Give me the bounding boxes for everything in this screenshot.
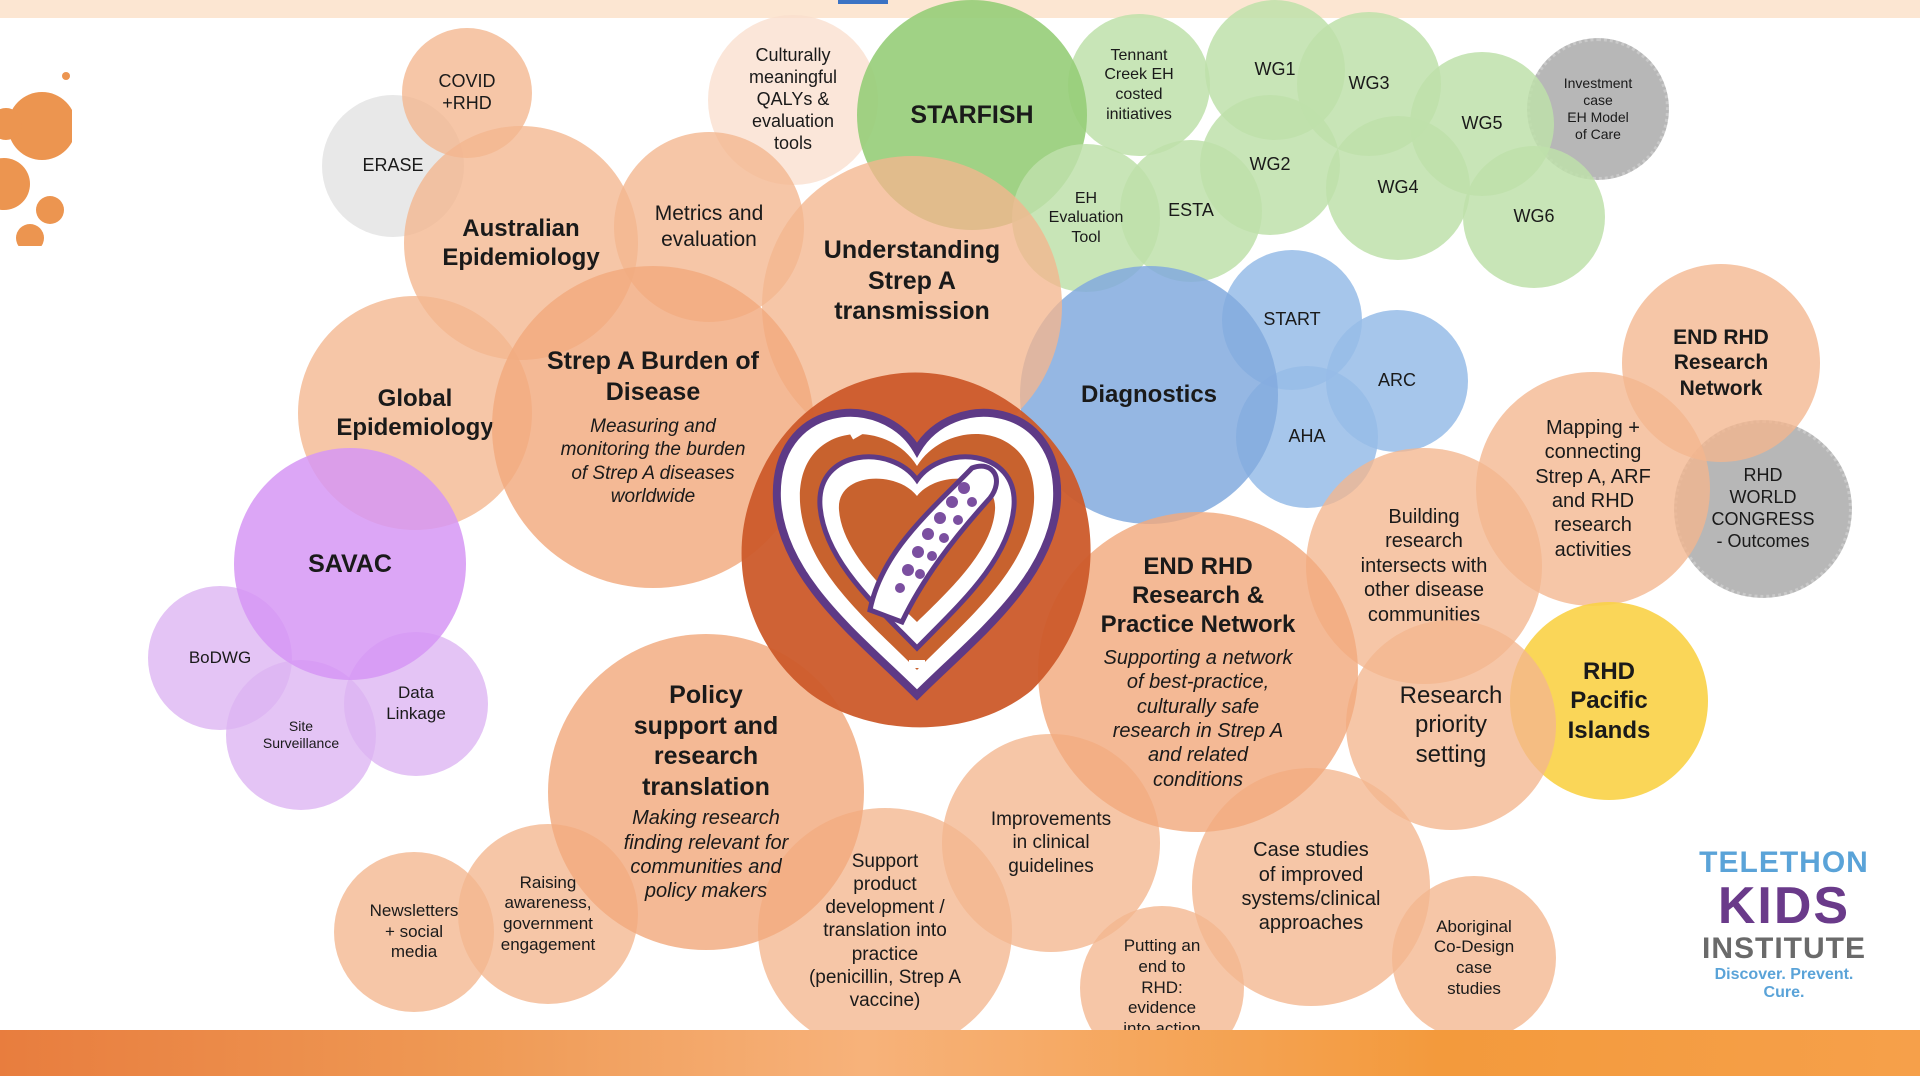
bubble-wg1-label: WG1	[1254, 59, 1296, 80]
bubble-data-linkage-label: Data Linkage	[386, 683, 446, 723]
bubble-aboriginal-codesign-label: Aboriginal Co-Design case studies	[1433, 916, 1515, 998]
bubble-tennant-creek-label: Tennant Creek EH costed initiatives	[1104, 46, 1174, 123]
bubble-understanding-strep-a-label: Understanding Strep A transmission	[823, 236, 1001, 326]
bubble-rhd-pacific-islands-label: RHD Pacific Islands	[1567, 658, 1651, 744]
bubble-case-studies-label: Case studies of improved systems/clinica…	[1241, 839, 1381, 935]
bubble-wg6-label: WG6	[1513, 206, 1555, 227]
bubble-diagnostics-label: Diagnostics	[1080, 381, 1218, 409]
bubble-improvements-label: Improvements in clinical guidelines	[990, 809, 1112, 877]
footer-band	[0, 1030, 1920, 1076]
bubble-end-rhd-practice-network: END RHD Research & Practice Network Supp…	[1038, 512, 1358, 832]
bubble-policy-support-title: Policy support and research translation	[633, 681, 779, 801]
bubble-newsletters-label: Newsletters + social media	[369, 900, 459, 962]
bubble-research-priority: Research priority setting	[1346, 620, 1556, 830]
bubble-tennant-creek: Tennant Creek EH costed initiatives	[1068, 14, 1210, 156]
bubble-arc-label: ARC	[1377, 370, 1416, 391]
bubble-savac: SAVAC	[234, 448, 466, 680]
bubble-erase-label: ERASE	[362, 155, 424, 176]
bubble-policy-support: Policy support and research translation …	[548, 634, 864, 950]
logo-tagline: Discover. Prevent. Cure.	[1714, 966, 1854, 1001]
top-accent-mark	[838, 0, 888, 4]
bubble-start-label: START	[1263, 309, 1321, 330]
bubble-support-product-label: Support product development / translatio…	[808, 850, 962, 1011]
bubble-qalys-label: Culturally meaningful QALYs & evaluation…	[748, 45, 838, 153]
bubble-investment-case-label: Investment case EH Model of Care	[1563, 74, 1633, 143]
logo-line-kids: KIDS	[1717, 877, 1851, 935]
bubble-starfish-label: STARFISH	[910, 100, 1034, 129]
bubble-strep-a-burden-title: Strep A Burden of Disease	[546, 347, 760, 406]
bubble-wg5-label: WG5	[1461, 113, 1503, 134]
bubble-end-rhd-practice-network-title: END RHD Research & Practice Network	[1100, 552, 1296, 639]
bubble-strep-a-burden-subtitle: Measuring and monitoring the burden of S…	[560, 416, 746, 507]
bubble-aha-label: AHA	[1288, 426, 1326, 447]
heart-artwork-icon	[741, 372, 1091, 728]
bubble-rhd-world-congress-label: RHD WORLD CONGRESS - Outcomes	[1711, 465, 1815, 551]
bubble-metrics-evaluation-label: Metrics and evaluation	[654, 202, 764, 251]
bubble-end-rhd-practice-network-subtitle: Supporting a network of best-practice, c…	[1103, 646, 1293, 791]
logo-line-telethon: TELETHON	[1699, 846, 1869, 879]
bubble-policy-support-subtitle: Making research finding relevant for com…	[623, 807, 789, 903]
bubble-end-rhd-research-network: END RHD Research Network	[1622, 264, 1820, 462]
bubble-raising-awareness-label: Raising awareness, government engagement	[500, 872, 596, 954]
bubble-bodwg-label: BoDWG	[188, 647, 252, 667]
bubble-strep-a-burden: Strep A Burden of Disease Measuring and …	[492, 266, 814, 588]
bubble-esta-label: ESTA	[1168, 200, 1214, 221]
bubble-mapping-label: Mapping + connecting Strep A, ARF and RH…	[1535, 416, 1651, 561]
bubble-savac-label: SAVAC	[308, 549, 392, 578]
bubble-research-priority-label: Research priority setting	[1399, 682, 1503, 768]
bubble-putting-end-label: Putting an end to RHD: evidence into act…	[1123, 936, 1201, 1039]
bubble-australian-epidemiology-label: Australian Epidemiology	[442, 214, 600, 271]
bubble-wg3: WG3	[1297, 12, 1441, 156]
orange-dots-icon	[0, 72, 72, 246]
bubble-end-rhd-research-network-label: END RHD Research Network	[1673, 325, 1769, 400]
telethon-kids-logo: TELETHON KIDS INSTITUTE Discover. Preven…	[1694, 846, 1874, 1002]
bubble-wg4-label: WG4	[1377, 177, 1419, 198]
bubble-building-label: Building research intersects with other …	[1360, 506, 1488, 626]
bubble-site-surveillance-label: Site Surveillance	[262, 717, 340, 751]
bubble-arc: ARC	[1326, 310, 1468, 452]
bubble-global-epidemiology-label: Global Epidemiology	[336, 384, 494, 441]
bubble-wg3-label: WG3	[1348, 73, 1390, 94]
logo-line-institute: INSTITUTE	[1702, 932, 1866, 965]
bubble-covid-rhd-label: COVID +RHD	[438, 71, 496, 113]
bubble-wg2-label: WG2	[1249, 154, 1291, 175]
bubble-eh-evaluation-label: EH Evaluation Tool	[1048, 189, 1124, 246]
